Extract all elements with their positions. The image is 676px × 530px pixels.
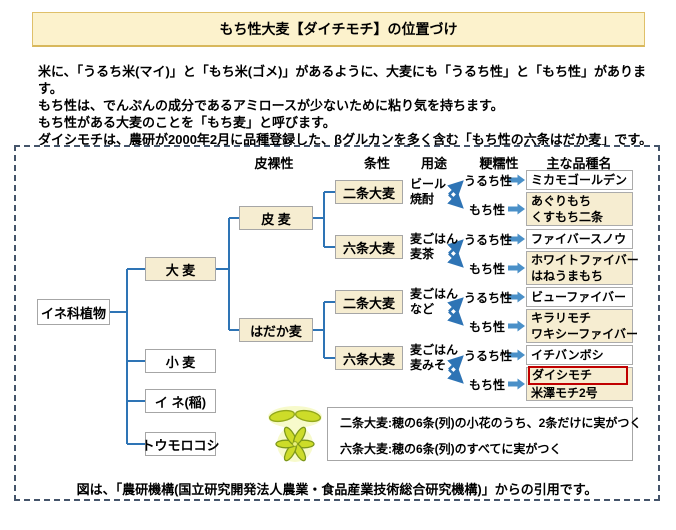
node-two-row-covered: 二条大麦 [335,180,403,204]
variety-beau-fiber: ビューファイバー [526,287,633,307]
legend-six-row: 六条大麦:穂の6条(列)のすべてに実がつく [340,442,562,456]
column-header-waxiness: 粳糯性 [479,156,519,171]
variety-name: 米澤モチ2号 [531,386,598,400]
variety-white-fiber-haneuma: ホワイトファイバー はねうまもち [526,251,639,285]
variety-name: くすもち二条 [531,210,604,224]
node-barley: 大 麦 [145,257,216,281]
variety-name: キラリモチ [531,311,592,325]
row-type-legend: 二条大麦:穂の6条(列)の小花のうち、2条だけに実がつく 六条大麦:穂の6条(列… [327,407,641,461]
variety-name: ホワイトファイバー [531,253,639,267]
node-six-row-covered: 六条大麦 [335,235,403,259]
variety-daishimochi-yonezawa: ダイシモチ 米澤モチ2号 [526,366,633,401]
page-title: もち性大麦【ダイチモチ】の位置づけ [32,12,645,47]
node-two-row-naked: 二条大麦 [335,290,403,314]
label-mochi-3: もち性 [468,320,505,334]
daishimochi-highlight-box: ダイシモチ [528,366,628,385]
use-line: 麦みそ [410,358,447,372]
variety-kirarimochi-waxyfiber: キラリモチ ワキシーファイバー [526,309,639,343]
branch-arrow-icon [447,180,464,384]
use-line: など [410,302,435,316]
label-uruchi-1: うるち性 [464,174,513,188]
node-wheat: 小 麦 [145,349,216,373]
label-uruchi-4: うるち性 [464,349,513,363]
use-line: 麦ごはん [410,287,459,301]
intro-line-4: ダイシモチは、農研が2000年2月に品種登録した、βグルカンを多く含む「もち性の… [38,132,653,147]
right-block-arrow-icon [508,174,525,390]
label-mochi-1: もち性 [468,203,505,217]
use-line: 焼酎 [410,192,435,206]
column-header-hull: 皮裸性 [254,156,294,171]
variety-mikamo-golden: ミカモゴールデン [526,170,633,190]
label-mochi-4: もち性 [468,378,505,392]
node-naked-barley: はだか麦 [239,318,313,342]
variety-name: はねうまもち [531,269,604,283]
label-mochi-2: もち性 [468,262,505,276]
source-caption: 図は、「農研機構(国立研究開発法人農業・食品産業技術総合研究機構)」からの引用で… [76,482,598,497]
variety-ichibanboshi: イチバンボシ [526,345,633,365]
connector-lines [110,174,525,445]
six-row-barley-icon [275,426,315,462]
use-line: 麦ごはん [410,343,459,357]
variety-fiber-snow: ファイバースノウ [526,229,633,249]
variety-name: イチバンボシ [531,348,604,362]
node-six-row-naked: 六条大麦 [335,346,403,370]
column-header-varieties: 主な品種名 [546,156,612,171]
intro-paragraph: 米に、「うるち米(マイ)」と「もち米(ゴメ)」があるように、大麦にも「うるち性」… [38,63,664,148]
column-header-rows: 条性 [363,156,391,171]
node-covered-barley: 皮 麦 [239,206,313,230]
tree-connectors [110,191,335,445]
variety-name: ビューファイバー [531,290,627,304]
use-line: 麦茶 [410,247,435,261]
node-corn: トウモロコシ [142,432,220,456]
intro-line-2: もち性は、でんぷんの成分であるアミロースが少ないために粘り気を持ちます。 [38,98,504,113]
classification-diagram: 皮裸性 条性 用途 粳糯性 主な品種名 イネ科植物 大 麦 小 麦 イ ネ(稲)… [14,145,660,501]
variety-name: あぐりもち [531,194,592,208]
variety-name: ミカモゴールデン [531,173,628,187]
use-rice-miso: 麦ごはん 麦みそ [410,343,458,373]
use-line: 麦ごはん [410,232,459,246]
variety-name: ワキシーファイバー [531,327,639,341]
use-line: ビール [410,177,447,191]
legend-two-row: 二条大麦:穂の6条(列)の小花のうち、2条だけに実がつく [340,416,642,430]
barley-spike-illustration [268,406,322,462]
node-rice: イ ネ(稲) [145,389,216,413]
variety-name-highlighted: ダイシモチ [532,368,593,382]
column-header-use: 用途 [420,156,448,171]
node-grass-family: イネ科植物 [37,299,110,325]
label-uruchi-3: うるち性 [464,291,513,305]
use-beer-shochu: ビール 焼酎 [410,177,446,207]
intro-line-3: もち性がある大麦のことを「もち麦」と呼びます。 [38,115,336,130]
two-row-barley-icon [268,406,322,428]
label-uruchi-2: うるち性 [464,233,513,247]
variety-name: ファイバースノウ [531,232,627,246]
use-rice-etc: 麦ごはん など [410,287,458,317]
intro-line-1: 米に、「うるち米(マイ)」と「もち米(ゴメ)」があるように、大麦にも「うるち性」… [38,64,647,96]
variety-agurimochi-kusumochi: あぐりもち くすもち二条 [526,192,633,226]
use-rice-tea: 麦ごはん 麦茶 [410,232,458,262]
